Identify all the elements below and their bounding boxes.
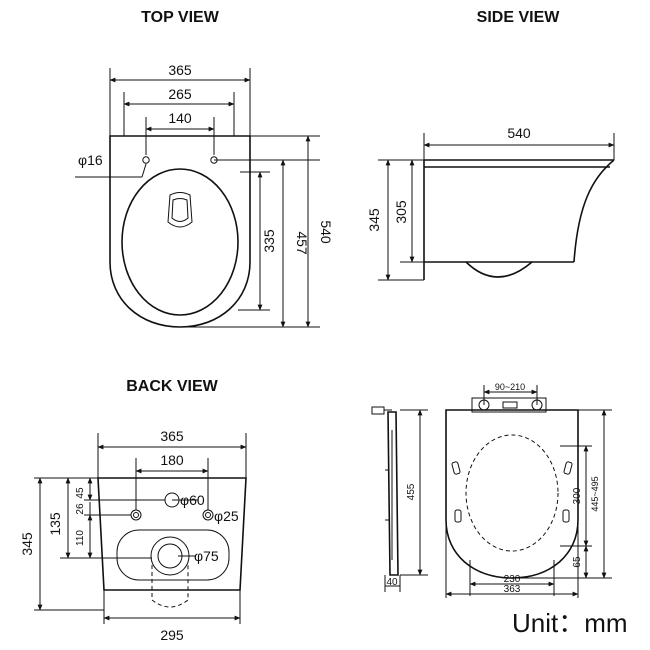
back-outline xyxy=(97,477,247,591)
side-view: SIDE VIEW 540 345 305 xyxy=(366,9,615,281)
dim-180: 180 xyxy=(160,452,184,468)
dim-305: 305 xyxy=(393,200,409,224)
dim-300: 300 xyxy=(572,487,583,504)
dim-335: 335 xyxy=(261,229,277,253)
outlet-channel xyxy=(151,565,189,608)
dim-345-back: 345 xyxy=(19,532,35,556)
fixing-hole-back-left xyxy=(130,509,142,521)
dim-230: 230 xyxy=(504,574,521,585)
inner-opening xyxy=(167,192,193,228)
dim-295: 295 xyxy=(160,627,184,643)
unit-label: Unit：mm xyxy=(512,608,628,638)
hinge-bar xyxy=(471,397,547,413)
top-view-title: TOP VIEW xyxy=(141,9,220,26)
dim-540-top: 540 xyxy=(318,220,334,244)
seat-oval xyxy=(121,168,239,316)
dim-phi25: φ25 xyxy=(214,508,239,524)
bowl-outline xyxy=(109,135,251,328)
dim-phi16: φ16 xyxy=(78,152,103,168)
dim-265: 265 xyxy=(168,86,192,102)
dim-345-side: 345 xyxy=(366,208,382,232)
dim-455: 455 xyxy=(406,483,417,500)
dim-26: 26 xyxy=(75,503,86,515)
side-view-title: SIDE VIEW xyxy=(477,9,561,26)
dim-363: 363 xyxy=(504,584,521,595)
side-profile xyxy=(573,159,615,263)
back-view-title: BACK VIEW xyxy=(126,378,218,395)
top-view: TOP VIEW 365 265 140 φ16 xyxy=(75,9,334,328)
dim-445-495: 445~495 xyxy=(590,476,600,511)
seat-views: 40 455 90~210 300 65 xyxy=(371,382,612,598)
fixing-hole-back-right xyxy=(202,509,214,521)
dim-phi75: φ75 xyxy=(194,548,219,564)
back-view: BACK VIEW 365 180 φ60 φ25 φ75 xyxy=(19,378,247,643)
dim-135: 135 xyxy=(47,512,63,536)
dim-365: 365 xyxy=(168,62,192,78)
dim-45: 45 xyxy=(75,487,86,499)
dim-phi60: φ60 xyxy=(180,492,205,508)
seat-side-profile xyxy=(387,411,399,576)
back-plate xyxy=(116,529,230,581)
dim-110: 110 xyxy=(75,530,86,546)
fixing-hole-left xyxy=(142,156,150,164)
dim-365-back: 365 xyxy=(160,428,184,444)
hinge-side xyxy=(371,406,385,415)
outlet-bump xyxy=(465,261,533,278)
dim-140: 140 xyxy=(168,110,192,126)
seat-opening xyxy=(465,434,559,552)
dim-540-side: 540 xyxy=(507,125,531,141)
dim-90-210: 90~210 xyxy=(495,382,525,392)
dim-40: 40 xyxy=(386,577,398,588)
